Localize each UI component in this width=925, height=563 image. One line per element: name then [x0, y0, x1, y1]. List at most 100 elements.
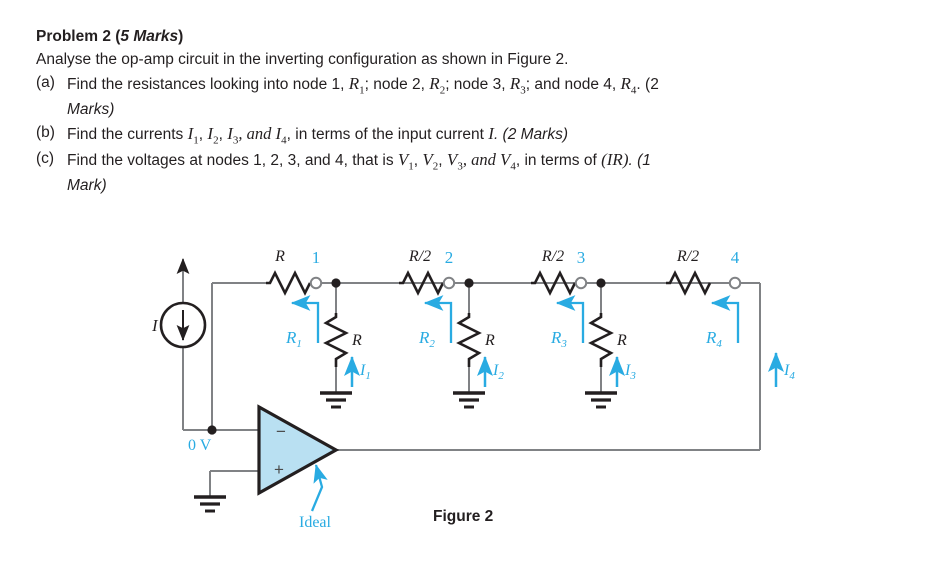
series-resistor-label-2: R/2: [408, 248, 431, 265]
node-junction-zero-volt: [207, 425, 217, 435]
item-b-t2: ,: [218, 125, 228, 143]
current-label-4: I4: [783, 362, 795, 382]
node-terminal-1[interactable]: [309, 276, 323, 290]
item-c-var1: V1: [397, 150, 414, 173]
item-c-var2: V2: [422, 150, 439, 173]
item-a-var2: R2: [429, 74, 446, 97]
op-amp: − +: [257, 404, 340, 496]
circuit-diagram: I R R/2 R/2 R/2 R R R: [151, 248, 795, 531]
node-terminal-4[interactable]: [728, 276, 742, 290]
node-number-2: 2: [445, 248, 454, 267]
list-item: (a) Find the resistances looking into no…: [36, 72, 896, 99]
item-c-t4: , in terms of: [515, 152, 602, 170]
figure-caption: Figure 2: [433, 508, 494, 525]
current-label-2: I2: [492, 362, 504, 382]
node-junction-3: [596, 278, 606, 288]
series-resistor-label-1: R: [274, 248, 285, 265]
item-a-t1: ; node 2,: [364, 76, 430, 94]
item-c-text: Find the voltages at nodes 1, 2, 3, and …: [67, 152, 398, 170]
shunt-resistors: [323, 313, 614, 367]
item-a-t2: ; node 3,: [445, 76, 510, 94]
ideal-callout-arrow: [310, 464, 328, 512]
item-a-var1: R1: [348, 74, 365, 97]
list-body-c: Find the voltages at nodes 1, 2, 3, and …: [67, 148, 896, 175]
node-junction-1: [331, 278, 341, 288]
node-terminal-3[interactable]: [574, 276, 588, 290]
current-label-1: I1: [359, 362, 371, 382]
resistance-pointer-3: [555, 295, 585, 343]
shunt-resistor-label-1: R: [351, 332, 362, 349]
source-label: I: [151, 316, 159, 335]
ground-icon: [453, 391, 485, 409]
op-amp-inverting-sign: −: [276, 422, 286, 441]
series-resistor-label-3: R/2: [541, 248, 564, 265]
item-a-var4: R4: [620, 74, 637, 97]
ground-icon: [194, 495, 226, 513]
item-b-var3: I3: [227, 123, 239, 146]
resistance-label-2: R2: [418, 328, 435, 350]
list-marker-c: (c): [36, 150, 55, 168]
ideal-label: Ideal: [299, 514, 332, 531]
item-b-varI: I: [488, 123, 494, 143]
problem-statement: Problem 2 (5 Marks) Analyse the op-amp c…: [36, 26, 896, 197]
item-a-var3: R3: [509, 74, 526, 97]
item-a-text: Find the resistances looking into node 1…: [67, 76, 349, 94]
item-b-var1: I1: [187, 123, 199, 146]
item-c-t1: ,: [413, 152, 423, 170]
resistance-annotations: [290, 295, 740, 343]
zero-volt-label: 0 V: [188, 437, 212, 454]
item-b-text: Find the currents: [67, 125, 188, 143]
problem-title-close: ): [178, 28, 184, 45]
resistor-r-series-3: [531, 270, 577, 296]
item-c-varIR: (IR): [601, 150, 629, 170]
problem-intro: Analyse the op-amp circuit in the invert…: [36, 51, 569, 69]
op-amp-triangle: [257, 404, 340, 496]
resistance-label-4: R4: [705, 328, 722, 350]
item-b-t3: , and: [238, 123, 276, 143]
shunt-resistor-3: [588, 313, 614, 367]
node-number-1: 1: [312, 248, 321, 267]
item-c-t3: , and: [462, 150, 500, 170]
list-marker-a: (a): [36, 74, 55, 92]
shunt-resistor-2: [456, 313, 482, 367]
ground-icon: [585, 391, 617, 409]
shunt-resistor-label-3: R: [616, 332, 627, 349]
current-label-3: I3: [624, 362, 636, 382]
list-marker-b: (b): [36, 123, 55, 141]
resistance-label-3: R3: [550, 328, 567, 350]
ground-icon: [320, 391, 352, 409]
current-annotations: [343, 351, 784, 387]
item-b-var4: I4: [275, 123, 287, 146]
item-b-t1: ,: [198, 125, 208, 143]
node-terminal-2[interactable]: [442, 276, 456, 290]
problem-title-marks: 5 Marks: [120, 28, 179, 45]
item-c-var4: V4: [499, 150, 516, 173]
problem-title-plain: Problem 2 (: [36, 28, 121, 45]
shunt-resistor-label-2: R: [484, 332, 495, 349]
resistance-pointer-1: [290, 295, 320, 343]
item-a-t3: ; and node 4,: [525, 76, 621, 94]
item-a-continuation: Marks): [67, 100, 115, 118]
ground-symbols: [194, 391, 617, 513]
item-b-t5: . (2 Marks): [493, 125, 568, 143]
series-resistor-label-4: R/2: [676, 248, 699, 265]
item-c-t5: . (1: [628, 152, 651, 170]
list-body-a: Find the resistances looking into node 1…: [67, 72, 896, 99]
shunt-resistor-1: [323, 313, 349, 367]
node-number-3: 3: [577, 248, 586, 267]
item-b-var2: I2: [207, 123, 219, 146]
node-markers: [207, 276, 742, 435]
current-source: I: [151, 258, 207, 349]
op-amp-noninverting-sign: +: [274, 460, 284, 479]
resistance-pointer-4: [710, 295, 740, 343]
resistance-label-1: R1: [285, 328, 302, 350]
list-item: (c) Find the voltages at nodes 1, 2, 3, …: [36, 148, 896, 175]
series-resistors: [266, 270, 712, 296]
item-c-continuation: Mark): [67, 176, 107, 194]
resistor-r-series-4: [666, 270, 712, 296]
resistor-r-series-1: [266, 270, 312, 296]
item-c-var3: V3: [446, 150, 463, 173]
list-item: (b) Find the currents I1, I2, I3, and I4…: [36, 122, 896, 149]
node-number-4: 4: [731, 248, 740, 267]
